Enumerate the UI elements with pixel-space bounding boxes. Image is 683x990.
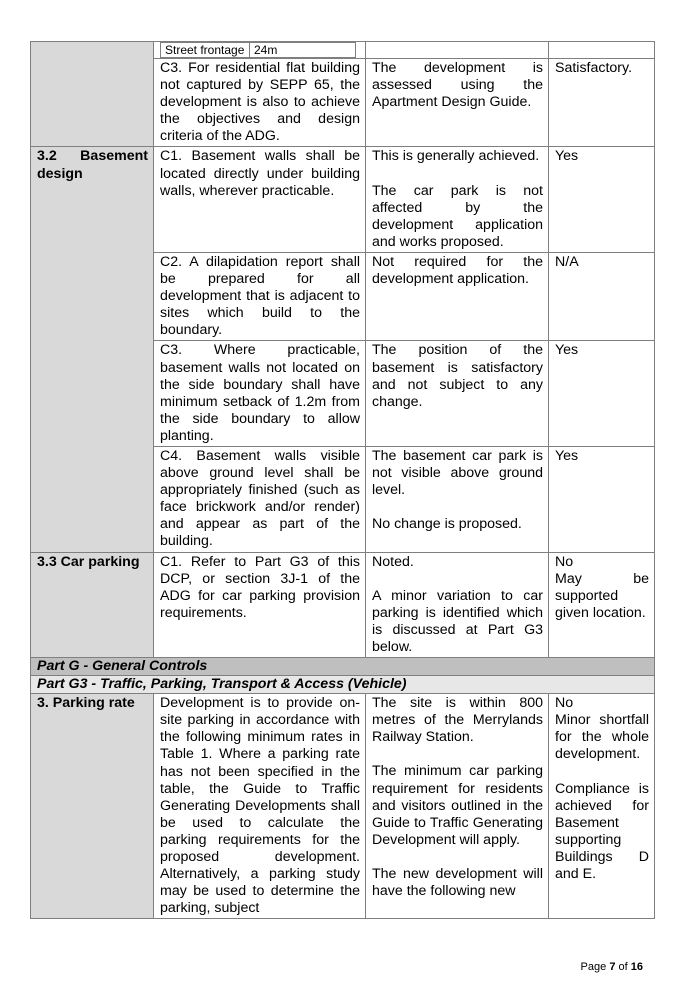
section-title: Part G - General Controls bbox=[30, 656, 655, 677]
compliance-cell: No Minor shortfall for the whole develop… bbox=[548, 693, 655, 920]
comment-text: A minor variation to car parking is iden… bbox=[372, 587, 543, 655]
subsection-header: Part G3 - Traffic, Parking, Transport & … bbox=[30, 675, 655, 695]
car-parking-heading: 3.3 Car parking bbox=[30, 551, 154, 659]
comment-cell bbox=[365, 41, 549, 59]
comment-cell: This is generally achieved. The car park… bbox=[365, 146, 549, 253]
table-row: Street frontage 24m bbox=[30, 40, 655, 148]
parking-rate-heading: 3. Parking rate bbox=[30, 693, 154, 920]
control-text: Development is to provide on-site parkin… bbox=[153, 693, 366, 920]
comment-text: Not required for the development applica… bbox=[365, 251, 549, 342]
comment-text: Noted. bbox=[372, 553, 414, 570]
comment-cell: The site is within 800 metres of the Mer… bbox=[365, 693, 549, 920]
table-row: C3. For residential flat building not ca… bbox=[31, 57, 655, 148]
control-text: C1. Basement walls shall be located dire… bbox=[153, 146, 366, 253]
subsection-title: Part G3 - Traffic, Parking, Transport & … bbox=[30, 675, 655, 695]
compliance-text: Yes bbox=[548, 445, 655, 553]
table-row: C2. A dilapidation report shall be prepa… bbox=[31, 251, 655, 342]
page-footer: Page 7 of 16 bbox=[581, 961, 643, 973]
basement-heading: 3.2 Basement design bbox=[30, 146, 154, 553]
comment-text: No change is proposed. bbox=[372, 516, 522, 533]
control-text: C4. Basement walls visible above ground … bbox=[153, 445, 366, 553]
section-header: Part G - General Controls bbox=[30, 656, 655, 677]
comment-cell: Noted. A minor variation to car parking … bbox=[365, 551, 549, 659]
table-row: Street frontage 24m bbox=[160, 42, 356, 58]
inner-table-cell: Street frontage 24m bbox=[153, 41, 366, 59]
compliance-cell: No May be supported given location. bbox=[548, 551, 655, 659]
comment-text: The car park is not affected by the deve… bbox=[372, 182, 543, 250]
control-text: C1. Refer to Part G3 of this DCP, or sec… bbox=[153, 551, 366, 659]
table-row: C3. Where practicable, basement walls no… bbox=[31, 340, 655, 447]
compliance-text: Yes bbox=[548, 340, 655, 447]
table-row: C4. Basement walls visible above ground … bbox=[31, 445, 655, 553]
compliance-text: Yes bbox=[548, 146, 655, 253]
of-label: of bbox=[618, 961, 628, 973]
street-frontage-table: Street frontage 24m bbox=[160, 42, 356, 58]
total-pages: 16 bbox=[630, 961, 643, 973]
street-frontage-label: Street frontage bbox=[160, 42, 250, 58]
comment-text: The development is assessed using the Ap… bbox=[365, 57, 549, 148]
compliance-line: May be bbox=[555, 570, 649, 587]
comment-text: The basement car park is not visible abo… bbox=[372, 447, 543, 499]
compliance-text: No bbox=[555, 695, 574, 712]
compliance-text: Compliance is achieved for Basement supp… bbox=[555, 780, 649, 883]
compliance-text: Minor shortfall for the whole developmen… bbox=[555, 712, 649, 763]
control-text: C3. For residential flat building not ca… bbox=[153, 57, 366, 148]
comment-text: The new development will have the follow… bbox=[372, 865, 543, 900]
compliance-text: supported given location. bbox=[555, 587, 646, 621]
comment-text: The minimum car parking requirement for … bbox=[372, 763, 543, 848]
compliance-table: Street frontage 24m C3. For residential … bbox=[30, 40, 655, 920]
compliance-text: No bbox=[555, 553, 574, 570]
table-row: 3.2 Basement design C1. Basement walls s… bbox=[30, 146, 655, 553]
street-frontage-value: 24m bbox=[249, 42, 356, 58]
comment-text: The site is within 800 metres of the Mer… bbox=[372, 695, 543, 746]
control-text: C3. Where practicable, basement walls no… bbox=[153, 340, 366, 447]
table-row: 3. Parking rate Development is to provid… bbox=[30, 693, 655, 920]
page-number: 7 bbox=[609, 961, 616, 973]
page-label: Page bbox=[580, 961, 607, 973]
comment-text: This is generally achieved. bbox=[372, 148, 540, 165]
heading-cell bbox=[30, 40, 154, 148]
comment-text: The position of the basement is satisfac… bbox=[365, 340, 549, 447]
control-text: C2. A dilapidation report shall be prepa… bbox=[153, 251, 366, 342]
table-row: 3.3 Car parking C1. Refer to Part G3 of … bbox=[30, 551, 655, 659]
comment-cell: The basement car park is not visible abo… bbox=[365, 445, 549, 553]
compliance-cell bbox=[548, 41, 655, 59]
compliance-text: Satisfactory. bbox=[548, 57, 655, 148]
compliance-text: N/A bbox=[548, 251, 655, 342]
